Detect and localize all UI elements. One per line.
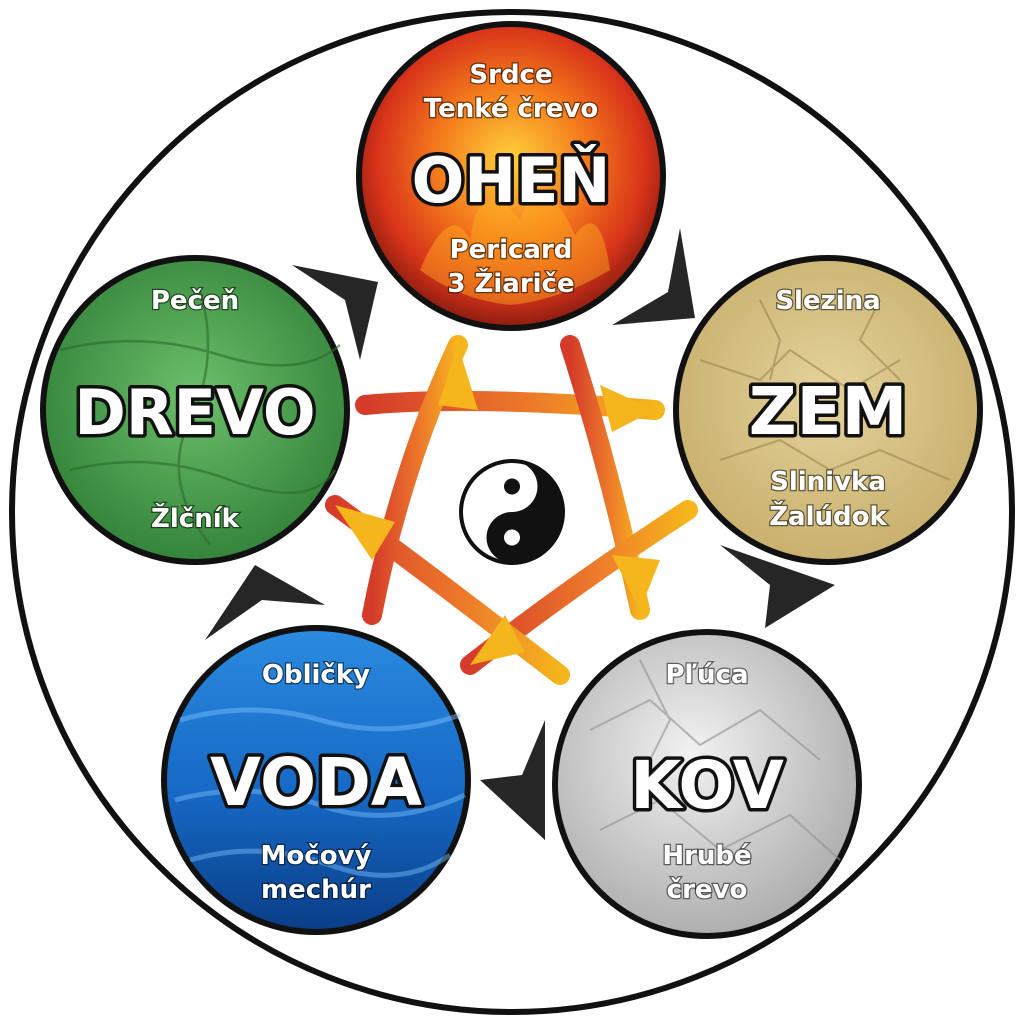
fire-organ-top-1: Srdce <box>469 60 552 90</box>
star-arrowhead <box>438 345 478 410</box>
fire-organ-top-2: Tenké črevo <box>424 94 598 124</box>
fire-disc <box>356 21 666 331</box>
star-arrowhead <box>470 615 525 665</box>
star-arrowhead <box>335 505 395 560</box>
element-metal: Pľúca KOV Hrubé črevo <box>552 629 862 939</box>
yin-yang-icon <box>459 459 565 565</box>
star-line-water-fire <box>362 335 468 625</box>
metal-organ-bottom-2: črevo <box>667 875 748 905</box>
star-arrowhead <box>612 555 660 610</box>
element-fire: Srdce Tenké črevo OHEŇ Pericard 3 Žiarič… <box>356 21 666 331</box>
cycle-arrow-earth-metal <box>720 545 835 628</box>
fire-organ-bottom-2: 3 Žiariče <box>447 267 574 299</box>
earth-organ-bottom-1: Slinivka <box>770 467 886 497</box>
fire-title: OHEŇ <box>412 144 611 217</box>
element-earth: Slezina ZEM Slinivka Žalúdok <box>673 255 983 565</box>
cycle-arrow-metal-water <box>480 720 545 840</box>
water-organ-top-1: Obličky <box>262 660 370 690</box>
cycle-arrow-wood-fire <box>292 265 378 360</box>
earth-organ-top-1: Slezina <box>775 286 880 316</box>
fire-organ-bottom-1: Pericard <box>450 235 573 265</box>
water-disc <box>161 625 471 935</box>
flame-texture <box>420 193 610 305</box>
water-organ-bottom-2: mechúr <box>261 875 371 905</box>
water-organ-bottom-1: Močový <box>261 841 372 871</box>
earth-disc <box>673 255 983 565</box>
control-star <box>325 335 698 685</box>
metal-title: KOV <box>630 747 784 824</box>
wood-organ-bottom-1: Žlčník <box>151 502 240 534</box>
foil-texture <box>589 659 841 861</box>
cycle-arrow-fire-earth <box>612 228 695 325</box>
element-wood: Pečeň DREVO Žlčník <box>40 255 350 565</box>
metal-organ-top-1: Pľúca <box>666 660 749 690</box>
crack-texture <box>699 299 951 481</box>
earth-title: ZEM <box>749 373 908 450</box>
wave-texture <box>174 707 467 878</box>
wood-organ-top-1: Pečeň <box>151 286 239 316</box>
wood-title: DREVO <box>74 376 315 449</box>
earth-organ-bottom-2: Žalúdok <box>769 500 887 532</box>
cycle-arrow-water-wood <box>205 565 325 640</box>
element-water: Obličky VODA Močový mechúr <box>161 625 471 935</box>
generation-arrows <box>205 228 835 840</box>
metal-disc <box>552 629 862 939</box>
metal-organ-bottom-1: Hrubé <box>662 841 751 871</box>
water-title: VODA <box>210 744 422 821</box>
woodgrain-texture <box>59 289 341 546</box>
star-arrowhead <box>600 385 655 432</box>
